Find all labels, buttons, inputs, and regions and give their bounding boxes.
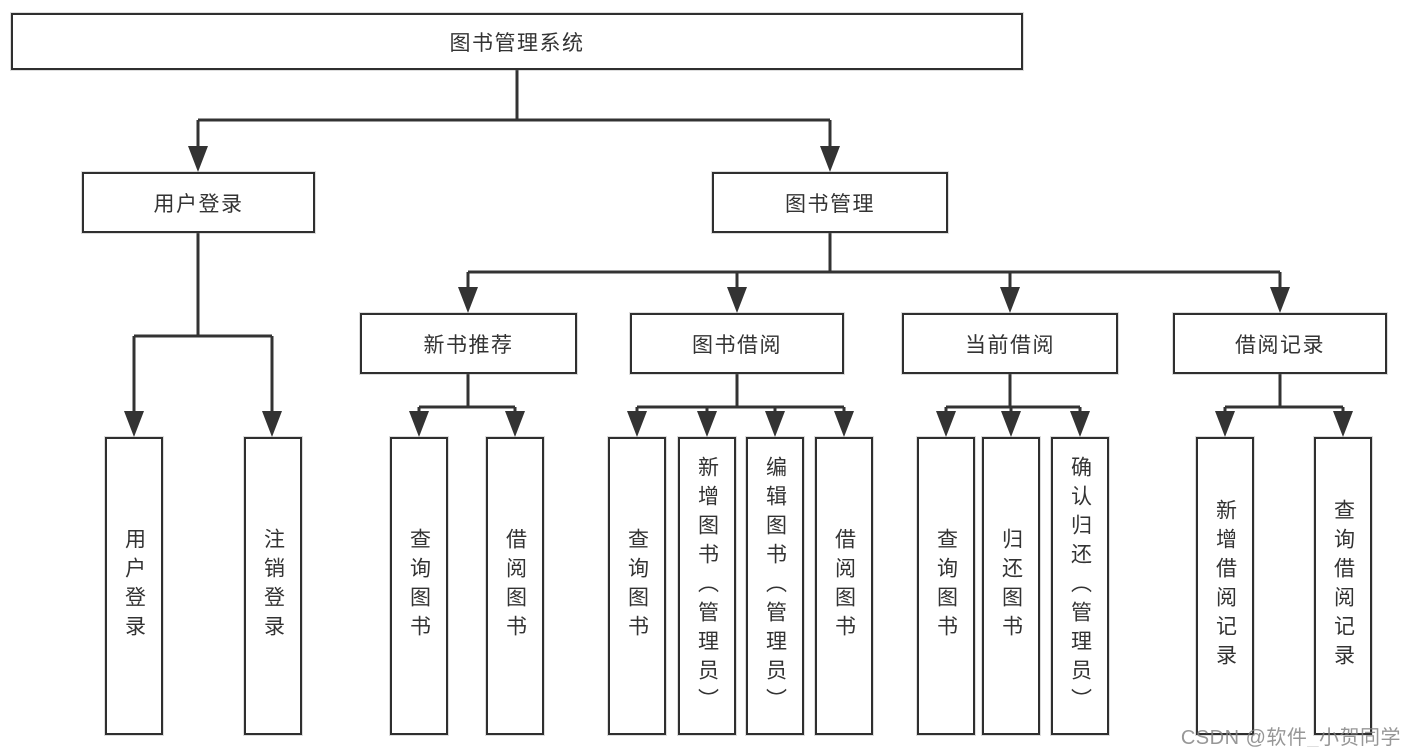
leaf-label: 新增图书（管理员） [695,455,719,717]
leaf-label: 注销登录 [261,528,285,644]
node-borrowing-records: 借阅记录 [1173,313,1387,374]
node-label: 新书推荐 [423,333,514,357]
leaf-label: 查询图书 [407,528,431,644]
leaf-borrowing-query-books: 查询图书 [608,437,666,735]
leaf-edit-books-admin: 编辑图书（管理员） [746,437,804,735]
leaf-label: 查询图书 [625,528,649,644]
node-label: 用户登录 [153,192,244,216]
leaf-recommend-borrow-books: 借阅图书 [486,437,544,735]
leaf-return-books: 归还图书 [982,437,1040,735]
leaf-label: 新增借阅记录 [1213,499,1237,673]
leaf-label: 编辑图书（管理员） [763,455,787,717]
leaf-add-borrow-record: 新增借阅记录 [1196,437,1254,735]
node-book-management-system: 图书管理系统 [11,13,1023,70]
leaf-query-borrow-record: 查询借阅记录 [1314,437,1372,735]
leaf-label: 归还图书 [999,528,1023,644]
node-book-management: 图书管理 [712,172,948,233]
node-label: 借阅记录 [1235,333,1325,357]
node-label: 图书管理系统 [449,31,585,55]
node-label: 当前借阅 [965,333,1055,357]
leaf-add-books-admin: 新增图书（管理员） [678,437,736,735]
node-label: 图书借阅 [692,333,782,357]
leaf-label: 借阅图书 [832,528,856,644]
leaf-user-login: 用户登录 [105,437,163,735]
csdn-watermark: CSDN @软件_小贺同学 [1180,727,1401,747]
node-new-book-recommendation: 新书推荐 [360,313,577,374]
leaf-label: 确认归还（管理员） [1068,455,1092,717]
node-user-login: 用户登录 [82,172,315,233]
leaf-borrowing-borrow-books: 借阅图书 [815,437,873,735]
node-book-borrowing: 图书借阅 [630,313,844,374]
node-current-borrowing: 当前借阅 [902,313,1118,374]
leaf-recommend-query-books: 查询图书 [390,437,448,735]
leaf-label: 查询借阅记录 [1331,499,1355,673]
leaf-confirm-return-admin: 确认归还（管理员） [1051,437,1109,735]
leaf-label: 借阅图书 [503,528,527,644]
leaf-current-query-books: 查询图书 [917,437,975,735]
leaf-logout: 注销登录 [244,437,302,735]
leaf-label: 用户登录 [122,528,146,644]
arrowheads [124,146,1353,437]
node-label: 图书管理 [785,192,875,216]
leaf-label: 查询图书 [934,528,958,644]
